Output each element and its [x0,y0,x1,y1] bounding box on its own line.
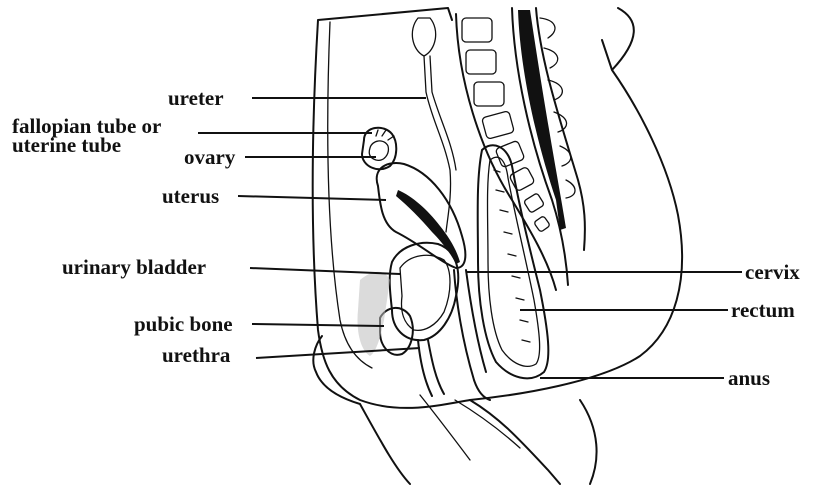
label-anus: anus [728,366,770,390]
anatomy-illustration [313,8,682,484]
label-rectum: rectum [731,298,795,322]
label-urethra: urethra [162,343,231,367]
label-ovary: ovary [184,145,236,169]
rectum-organ [478,145,549,378]
urethra-canal [418,340,444,396]
vaginal-canal [454,270,490,400]
label-ureter: ureter [168,86,224,110]
vertebral-column [456,8,585,290]
urinary-bladder-leader [250,268,400,274]
urethra-leader [256,348,420,358]
label-uterus: uterus [162,184,219,208]
label-pubic-bone: pubic bone [134,312,233,336]
label-cervix: cervix [745,260,800,284]
thigh-outline [313,336,410,484]
label-fallopian-tube-line2: uterine tube [12,133,121,157]
uterus-organ [377,163,466,268]
label-urinary-bladder: urinary bladder [62,255,206,279]
ureter-tube [412,18,456,232]
spinal-canal [518,10,566,230]
bladder-organ [390,243,459,340]
buttock-outline [470,400,597,484]
pubic-region-stipple [358,272,391,356]
